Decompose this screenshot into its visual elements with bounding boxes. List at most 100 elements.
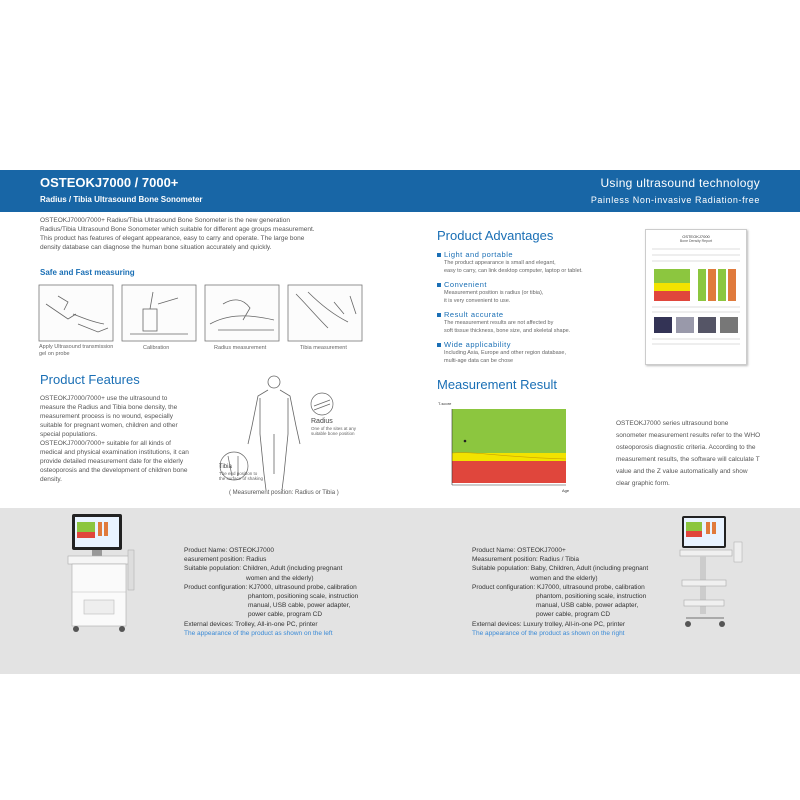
- caption-calibration: Calibration: [143, 345, 170, 351]
- note-line: The end position to: [219, 471, 258, 476]
- bullet-icon: [437, 283, 441, 288]
- intro-line: density database can diagnose the human …: [40, 244, 272, 251]
- radius-bone-icon: [313, 399, 331, 411]
- features-line: osteoporosis and the development of chil…: [40, 467, 188, 474]
- advantage-item: Result accurate The measurement results …: [437, 310, 637, 340]
- tagline: Using ultrasound technology: [600, 176, 760, 190]
- line: soft tissue thickness, bone size, and sk…: [444, 328, 571, 334]
- desc-line: OSTEOKJ7000 series ultrasound bone: [616, 420, 729, 427]
- features-line: OSTEOKJ7000/7000+ use the ultrasound to: [40, 395, 168, 402]
- note-line: One of the sites at any: [311, 426, 357, 431]
- product-name: Product Name: OSTEOKJ7000+: [472, 547, 566, 554]
- body-outline: [247, 375, 301, 491]
- features-line: OSTEOKJ7000/7000+ suitable for all kinds…: [40, 440, 171, 447]
- product-population: Suitable population: Children, Adult (in…: [184, 565, 343, 573]
- desc-line: value and the Z value automatically and …: [616, 468, 748, 475]
- product-config-cont: manual, USB cable, power adapter,: [248, 602, 351, 610]
- caption-line: Apply Ultrasound transmission: [39, 344, 114, 350]
- intro-line: Radius/Tibia Ultrasound Bone Sonometer w…: [40, 226, 315, 233]
- osteopenia-zone: [452, 453, 566, 461]
- desc-line: sonometer measurement results refer to t…: [616, 432, 761, 439]
- radius-note: One of the sites at any suitable bone po…: [311, 426, 356, 436]
- bullet-icon: [437, 343, 441, 348]
- line: it is very convenient to use.: [444, 298, 511, 304]
- caption-line: gel on probe: [39, 351, 70, 357]
- tibia-bone-icon: [227, 455, 239, 477]
- advantages-list: Light and portable The product appearanc…: [437, 250, 637, 370]
- radius-zoom: [310, 392, 334, 416]
- position-caption: ( Measurement position: Radius or Tibia …: [229, 490, 339, 496]
- desc-line: clear graphic form.: [616, 480, 670, 487]
- bullet-icon: [437, 313, 441, 318]
- product-config: Product configuration: KJ7000, ultrasoun…: [472, 583, 645, 591]
- line: Including Asia, Europe and other region …: [444, 350, 567, 356]
- product-subtitle: Radius / Tibia Ultrasound Bone Sonometer: [40, 195, 203, 204]
- product-external: External devices: Trolley, All-in-one PC…: [184, 620, 318, 628]
- intro-line: OSTEOKJ7000/7000+ Radius/Tibia Ultrasoun…: [40, 217, 290, 224]
- calibration-illustration: [121, 284, 197, 342]
- advantage-title: Result accurate: [437, 310, 637, 319]
- bullet-icon: [437, 253, 441, 258]
- intro-line: This product has features of elegant app…: [40, 235, 305, 242]
- advantage-item: Light and portable The product appearanc…: [437, 250, 637, 280]
- features-line: provide detailed measurement date for th…: [40, 458, 184, 465]
- product-config-cont: phantom, positioning scale, instruction: [536, 593, 647, 601]
- note-line: suitable bone position: [311, 431, 355, 436]
- tibia-label: Tibia: [219, 464, 232, 470]
- product-note: The appearance of the product as shown o…: [184, 629, 333, 637]
- features-line: density.: [40, 476, 62, 483]
- tibia-illustration: [287, 284, 363, 342]
- measurement-point: [463, 439, 467, 443]
- tibia-note: The end position to the surface of shaki…: [219, 471, 263, 481]
- line: The measurement results are not affected…: [444, 320, 554, 326]
- features-line: measurement process is no wound, especia…: [40, 413, 173, 420]
- advantage-title-text: Wide applicability: [444, 340, 511, 349]
- advantage-item: Wide applicability Including Asia, Europ…: [437, 340, 637, 370]
- advantage-title-text: Convenient: [444, 280, 487, 289]
- advantages-heading: Product Advantages: [437, 228, 554, 243]
- radius-label: Radius: [311, 418, 333, 425]
- product-config-cont: manual, USB cable, power adapter,: [536, 602, 639, 610]
- product-image-left: [67, 514, 135, 632]
- product-population: Suitable population: Baby, Children, Adu…: [472, 565, 649, 573]
- product-position: Measurement position: Radius / Tibia: [472, 556, 579, 564]
- advantage-body: Including Asia, Europe and other region …: [437, 349, 637, 365]
- features-line: measure the Radius and Tibia bone densit…: [40, 404, 178, 411]
- caption-gel: Apply Ultrasound transmission gel on pro…: [39, 344, 113, 358]
- gel-illustration: [38, 284, 114, 342]
- product-population-cont: women and the elderly): [530, 574, 598, 582]
- advantage-title: Wide applicability: [437, 340, 637, 349]
- product-info-left: Product Name: OSTEOKJ7000 easurement pos…: [184, 546, 384, 638]
- advantage-title: Convenient: [437, 280, 637, 289]
- product-title: OSTEOKJ7000 / 7000+: [40, 175, 179, 190]
- normal-zone: [452, 409, 566, 453]
- product-config-cont: phantom, positioning scale, instruction: [248, 593, 359, 601]
- advantage-title: Light and portable: [437, 250, 637, 259]
- report-subtitle: Bone Density Report: [679, 239, 713, 243]
- features-heading: Product Features: [40, 372, 140, 387]
- product-config-cont: power cable, program CD: [248, 611, 323, 619]
- t-score-chart: T-score Age: [438, 401, 570, 493]
- desc-line: measurement results, the software will c…: [616, 456, 760, 463]
- product-info-right: Product Name: OSTEOKJ7000+ Measurement p…: [472, 546, 672, 638]
- safe-heading: Safe and Fast measuring: [40, 268, 135, 277]
- advantage-title-text: Result accurate: [444, 310, 504, 319]
- advantage-body: The measurement results are not affected…: [437, 319, 637, 335]
- features-line: medical and physical examination institu…: [40, 449, 189, 456]
- report-title: OSTEOKJ7000: [682, 234, 710, 239]
- header-banner: OSTEOKJ7000 / 7000+ Radius / Tibia Ultra…: [0, 170, 800, 212]
- product-config: Product configuration: KJ7000, ultrasoun…: [184, 583, 357, 591]
- features-text: OSTEOKJ7000/7000+ use the ultrasound to …: [40, 394, 230, 484]
- product-population-cont: women and the elderly): [246, 574, 314, 582]
- products-band: [0, 508, 800, 674]
- product-position: easurement position: Radius: [184, 556, 267, 564]
- reference-curve: [451, 452, 567, 460]
- result-heading: Measurement Result: [437, 377, 557, 392]
- features-line: special populations.: [40, 431, 98, 438]
- radius-illustration: [204, 284, 280, 342]
- x-axis-label: Age: [562, 488, 570, 493]
- features-line: suitable for pregnant women, children an…: [40, 422, 178, 429]
- product-name: Product Name: OSTEOKJ7000: [184, 547, 274, 554]
- line: The product appearance is small and eleg…: [444, 260, 556, 266]
- line: multi-age data can be chose: [444, 358, 514, 364]
